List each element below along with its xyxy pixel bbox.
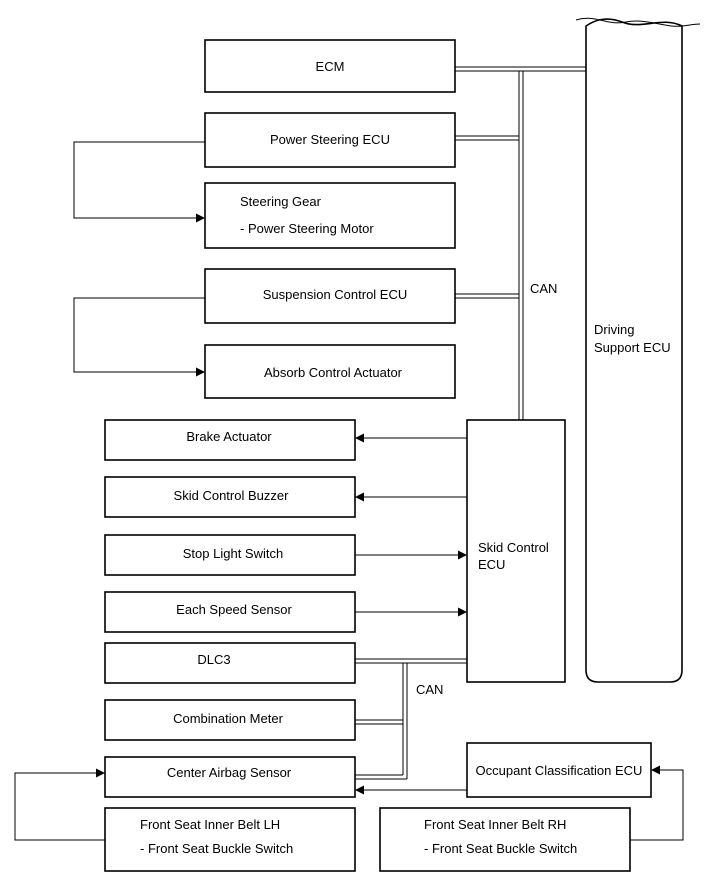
combination-meter-label: Combination Meter [173,711,283,726]
dlc3-box [104,642,356,684]
front-seat-rh-label-2: - Front Seat Buckle Switch [424,841,577,856]
brake-actuator-label: Brake Actuator [186,429,272,444]
ecm-box [204,39,456,93]
upper-can-bus [455,66,586,420]
driving-support-ecu-top-wave [575,17,701,27]
each-speed-sensor-box [104,591,356,633]
center-airbag-sensor-label: Center Airbag Sensor [167,765,292,780]
suspension-control-ecu-label: Suspension Control ECU [263,287,408,302]
skid-control-buzzer-label: Skid Control Buzzer [174,488,290,503]
ecm-label: ECM [316,59,345,74]
skid-control-ecu-label-2: ECU [478,557,505,572]
stop-light-switch-label: Stop Light Switch [183,546,283,561]
combination-meter-box [104,699,356,741]
front-seat-rh-box [379,807,631,872]
skid-control-buzzer-box [104,476,356,518]
front-seat-rh-label-1: Front Seat Inner Belt RH [424,817,566,832]
signal-lines [14,141,684,841]
skid-control-ecu-box [466,419,566,683]
can-upper-label: CAN [530,281,557,296]
front-seat-lh-box [104,807,356,872]
center-airbag-sensor-box [104,756,356,798]
power-steering-ecu-label: Power Steering ECU [270,132,390,147]
skid-control-ecu-label-1: Skid Control [478,540,549,555]
absorb-control-actuator-label: Absorb Control Actuator [264,365,403,380]
brake-actuator-box [104,419,356,461]
each-speed-sensor-label: Each Speed Sensor [176,602,292,617]
driving-support-ecu-label-2: Support ECU [594,340,671,355]
steering-gear-label: Steering Gear [240,194,322,209]
absorb-control-actuator-box [204,344,456,399]
occupant-classification-ecu-box [466,742,652,798]
lower-can-bus [355,658,467,780]
stop-light-switch-box [104,534,356,576]
front-seat-lh-label-1: Front Seat Inner Belt LH [140,817,280,832]
front-seat-lh-label-2: - Front Seat Buckle Switch [140,841,293,856]
dlc3-label: DLC3 [197,652,230,667]
power-steering-motor-label: - Power Steering Motor [240,221,374,236]
driving-support-ecu-label-1: Driving [594,322,634,337]
can-lower-label: CAN [416,682,443,697]
driving-support-ecu-box [585,18,683,683]
suspension-control-ecu-box [204,268,456,324]
power-steering-ecu-box [204,112,456,168]
steering-gear-box [204,182,456,249]
occupant-classification-ecu-label: Occupant Classification ECU [476,763,643,778]
